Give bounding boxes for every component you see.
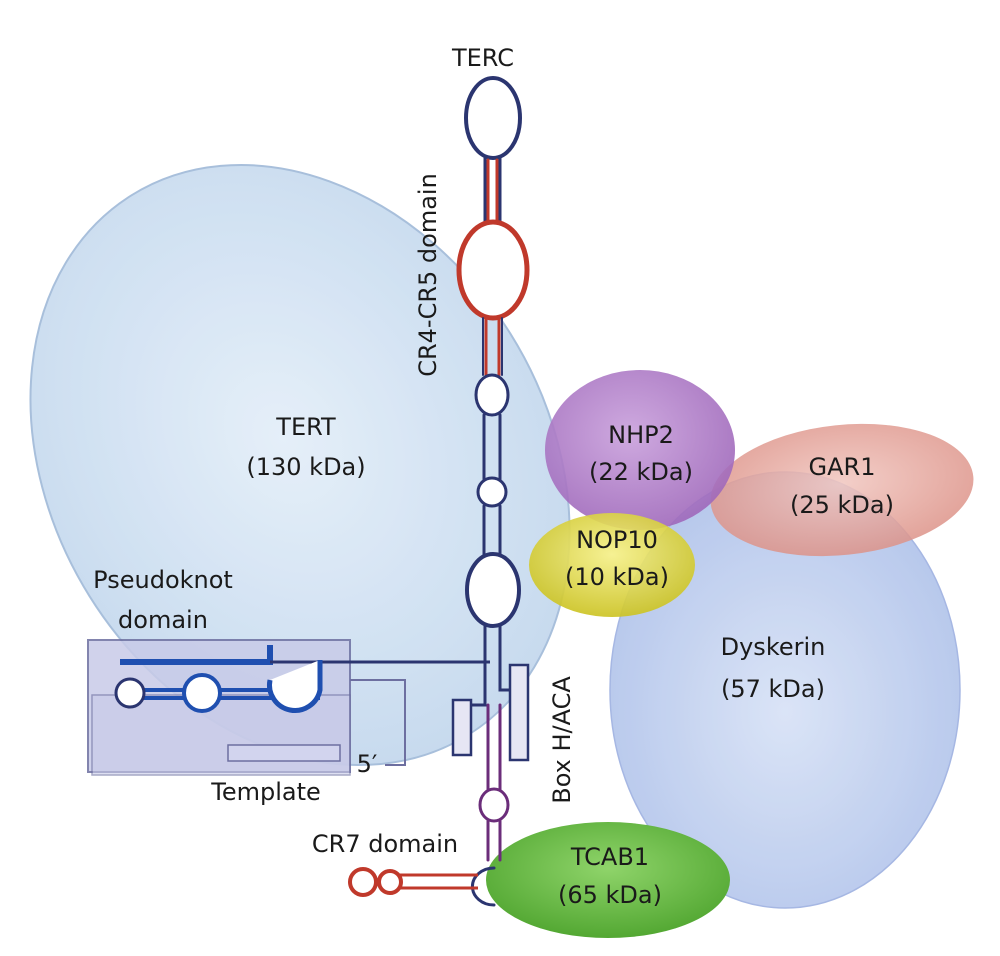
gar1-mass: (25 kDa)	[790, 491, 894, 519]
pseudoknot-label-line2: domain	[118, 606, 208, 634]
tert-name: TERT	[275, 413, 336, 441]
nop10-mass: (10 kDa)	[565, 563, 669, 591]
tert-mass: (130 kDa)	[246, 453, 365, 481]
nhp2-name: NHP2	[608, 421, 674, 449]
tcab1-name: TCAB1	[570, 843, 649, 871]
cr4cr5-label: CR4-CR5 domain	[414, 173, 442, 377]
nop10-shape	[529, 513, 695, 617]
pseudoknot-structure	[87, 639, 490, 776]
dyskerin-mass: (57 kDa)	[721, 675, 825, 703]
nop10-name: NOP10	[576, 526, 658, 554]
cr7-label: CR7 domain	[312, 830, 458, 858]
nhp2-shape	[545, 370, 735, 530]
tcab1-shape	[486, 822, 730, 938]
terc-rna-strand	[451, 76, 530, 907]
nhp2-mass: (22 kDa)	[589, 458, 693, 486]
box-haca-label: Box H/ACA	[548, 676, 576, 804]
terc-label: TERC	[451, 44, 514, 72]
gar1-name: GAR1	[809, 453, 876, 481]
tcab1-mass: (65 kDa)	[558, 881, 662, 909]
pseudoknot-label-line1: Pseudoknot	[93, 566, 233, 594]
cr7-hairpin	[348, 867, 478, 897]
template-label: Template	[210, 778, 321, 806]
five-prime-label: 5′	[357, 750, 378, 778]
gar1-shape	[710, 423, 974, 557]
dyskerin-name: Dyskerin	[721, 633, 826, 661]
